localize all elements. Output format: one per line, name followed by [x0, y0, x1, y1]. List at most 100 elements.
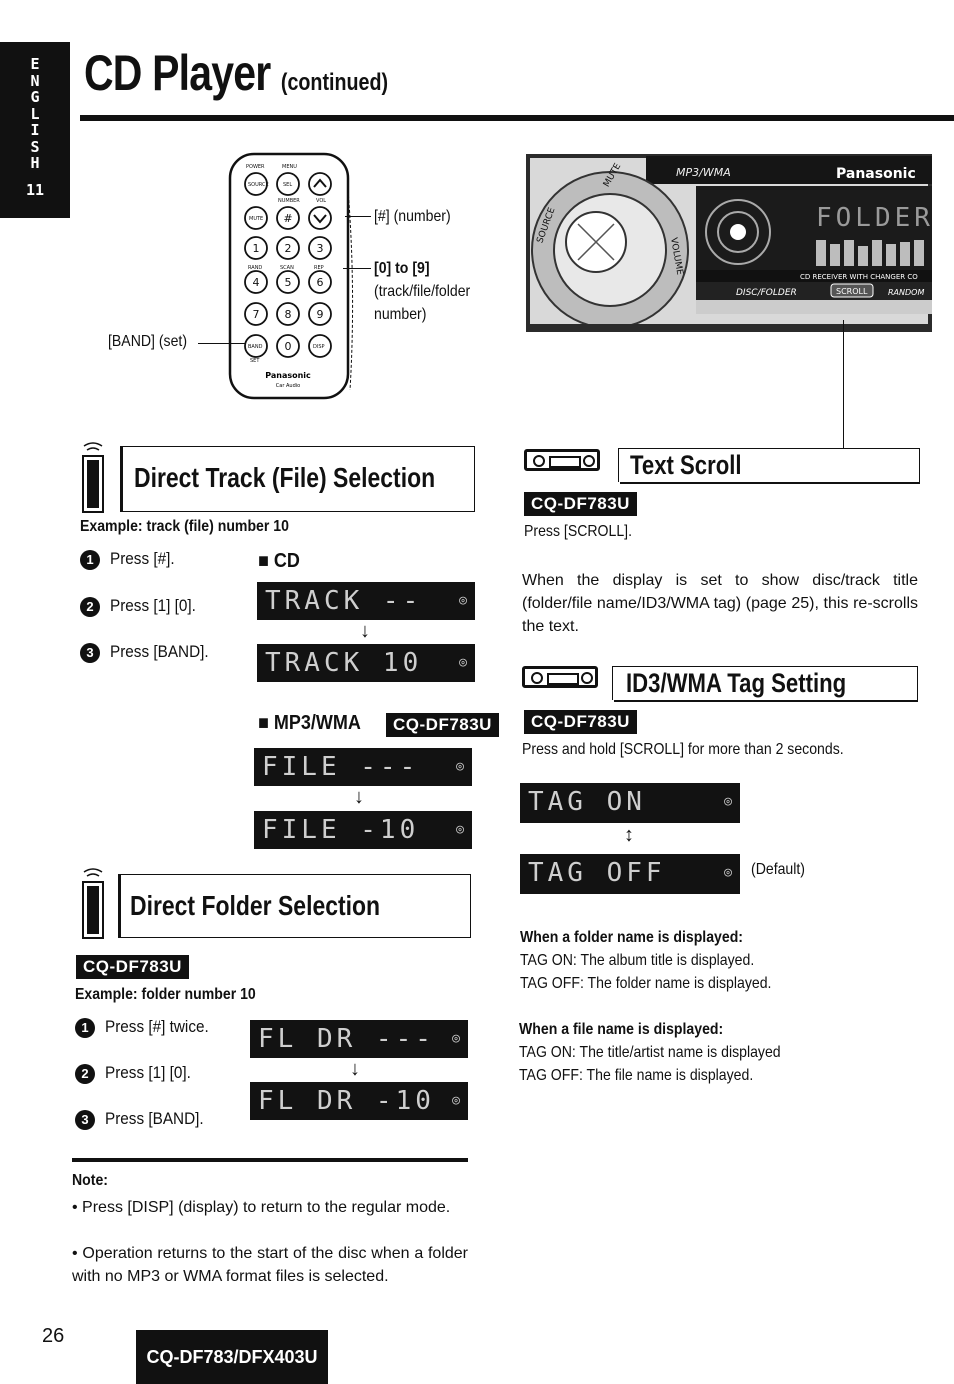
remote-rand-label: RAND: [248, 265, 262, 271]
direct-folder-step-1: Press [#] twice.: [105, 1017, 209, 1036]
remote-brand-sub: Car Audio: [276, 383, 300, 389]
cd-section-icon: [522, 666, 598, 688]
disc-icon: ◎: [724, 794, 732, 809]
remote-key-4: 4: [253, 276, 260, 289]
direct-folder-step-3: Press [BAND].: [105, 1109, 204, 1128]
language-tab: E N G L I S H 11: [0, 42, 70, 218]
callout-line: [343, 268, 371, 269]
cd-lcd-before: TRACK --◎: [257, 582, 475, 620]
cd-lcd-after: TRACK 10 ◎: [257, 644, 475, 682]
disc-icon: ◎: [459, 593, 467, 608]
lcd-text: TAG OFF: [528, 858, 666, 888]
lcd-text: TRACK 10: [265, 648, 423, 678]
up-down-arrow-icon: ↕: [624, 824, 634, 846]
section-number: 11: [25, 180, 45, 199]
remote-control-illustration: POWER MENU SOURCE SEL MUTE NUMBER VOL RA…: [228, 152, 354, 400]
model-footer: CQ-DF783/DFX403U: [136, 1330, 328, 1384]
disc-icon: ◎: [459, 655, 467, 670]
remote-key-2: 2: [285, 242, 292, 255]
note-text: Operation returns to the start of the di…: [72, 1245, 469, 1285]
lcd-text: FL DR -10: [258, 1086, 435, 1116]
cd-label: ■ CD: [258, 550, 300, 572]
disc-icon: ◎: [452, 1031, 460, 1046]
remote-key-5: 5: [285, 276, 292, 289]
down-arrow-icon: ↓: [360, 620, 370, 642]
note-item-2: • Operation returns to the start of the …: [72, 1245, 469, 1285]
remote-menu-label: MENU: [282, 164, 297, 170]
page-title: CD Player (continued): [84, 44, 388, 102]
lcd-text: FILE ---: [262, 752, 420, 782]
remote-key-7: 7: [253, 308, 260, 321]
disc-icon: ◎: [456, 759, 464, 774]
cd-section-icon: [524, 449, 600, 471]
scroll-callout-line: [843, 320, 844, 448]
disc-icon: ◎: [452, 1093, 460, 1108]
note-text: Press [DISP] (display) to return to the …: [82, 1199, 451, 1216]
remote-key-6: 6: [317, 276, 324, 289]
callout-band: [BAND] (set): [108, 333, 188, 350]
tag-off-lcd: TAG OFF ◎: [520, 854, 740, 894]
lang-letter: E: [30, 55, 40, 73]
text-scroll-title: Text Scroll: [630, 450, 742, 480]
direct-folder-step-2: Press [1] [0].: [105, 1063, 191, 1082]
remote-sel-label: SEL: [283, 182, 292, 188]
direct-track-step-1: Press [#].: [110, 549, 175, 568]
callout-digits-sub-1: (track/file/folder: [374, 283, 471, 300]
note-rule: [72, 1158, 468, 1162]
step-number: 3: [75, 1110, 95, 1130]
unit-format-badge: MP3/WMA: [676, 166, 731, 179]
text-scroll-header-box: [618, 448, 920, 482]
remote-section-icon: [82, 442, 104, 513]
tag-setting-header-box: [612, 666, 918, 700]
callout-digits-sub-2: number): [374, 306, 427, 323]
direct-track-title: Direct Track (File) Selection: [134, 462, 436, 493]
lang-letter: S: [30, 137, 40, 156]
file-tag-on: TAG ON: The title/artist name is display…: [519, 1044, 781, 1061]
mp3-model-badge: CQ-DF783U: [386, 713, 499, 737]
lcd-text: TAG ON: [528, 787, 646, 817]
direct-folder-example: Example: folder number 10: [75, 986, 256, 1003]
callout-line: [345, 216, 371, 217]
step-number: 1: [80, 550, 100, 570]
direct-track-step-2: Press [1] [0].: [110, 596, 196, 615]
note-item-1: • Press [DISP] (display) to return to th…: [72, 1199, 451, 1216]
remote-key-8: 8: [285, 308, 292, 321]
lcd-text: FILE -10: [262, 815, 420, 845]
unit-disc-folder: DISC/FOLDER: [736, 288, 797, 298]
unit-receiver-text: CD RECEIVER WITH CHANGER CO: [800, 273, 918, 281]
remote-brand: Panasonic: [265, 371, 311, 380]
mp3-lcd-after: FILE -10 ◎: [254, 811, 472, 849]
tag-setting-instruction: Press and hold [SCROLL] for more than 2 …: [522, 741, 844, 758]
remote-section-icon: [82, 868, 104, 939]
disc-icon: ◎: [724, 865, 732, 880]
unit-scroll: SCROLL: [836, 287, 868, 296]
remote-disp-label: DISP: [313, 344, 325, 350]
text-scroll-instruction: Press [SCROLL].: [524, 523, 632, 540]
unit-brand: Panasonic: [836, 166, 916, 182]
remote-key-9: 9: [317, 308, 324, 321]
folder-lcd-before: FL DR ---◎: [250, 1020, 468, 1058]
tag-setting-title: ID3/WMA Tag Setting: [626, 668, 847, 698]
lang-letter: I: [30, 121, 40, 139]
down-arrow-icon: ↓: [354, 786, 364, 808]
step-number: 1: [75, 1018, 95, 1038]
step-number: 3: [80, 643, 100, 663]
callout-digits: [0] to [9]: [374, 260, 430, 277]
remote-mute-label: MUTE: [249, 216, 263, 222]
remote-rep-label: REP: [314, 265, 324, 271]
callout-hash: [#] (number): [374, 208, 451, 225]
remote-key-1: 1: [253, 242, 260, 255]
step-number: 2: [75, 1064, 95, 1084]
disc-icon: ◎: [456, 822, 464, 837]
file-name-heading: When a file name is displayed:: [519, 1021, 724, 1038]
head-unit-illustration: MP3/WMA Panasonic FOLDER CD RECEIVER WIT…: [526, 154, 932, 332]
mp3-label: ■ MP3/WMA: [258, 712, 361, 734]
direct-track-header-box: [120, 446, 475, 512]
unit-random: RANDOM: [888, 288, 924, 297]
lang-letter: H: [30, 154, 40, 172]
mp3-lcd-before: FILE --- ◎: [254, 748, 472, 786]
page-number: 26: [42, 1325, 65, 1347]
title-sub: (continued): [280, 69, 389, 96]
unit-display-text: FOLDER: [816, 203, 932, 233]
folder-model-badge: CQ-DF783U: [76, 955, 189, 979]
